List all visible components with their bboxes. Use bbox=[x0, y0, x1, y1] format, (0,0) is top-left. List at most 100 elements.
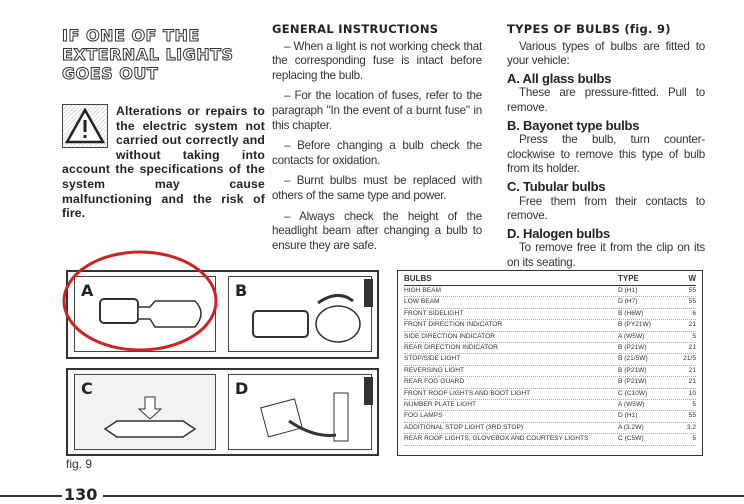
table-row: Rear fog guard B (P21W) 21 bbox=[404, 377, 696, 389]
bulb-name: Rear roof lights, glovebox and courtesy … bbox=[404, 435, 589, 443]
bulb-type: C (C5W) bbox=[618, 435, 644, 443]
panel-b: B bbox=[228, 276, 373, 352]
heading: GENERAL INSTRUCTIONS bbox=[272, 22, 439, 36]
bulb-type: B (PY21W) bbox=[618, 321, 651, 329]
bulb-name: Front roof lights and boot light bbox=[404, 389, 531, 397]
bulb-watts: 55 bbox=[688, 412, 696, 420]
table-row: Front direction indicator B (PY21W) 21 bbox=[404, 320, 696, 332]
bulb-watts: 21 bbox=[688, 366, 696, 374]
footer-rule bbox=[103, 495, 744, 497]
general-instructions: GENERAL INSTRUCTIONS – When a light is n… bbox=[272, 22, 482, 259]
types-of-bulbs: TYPES OF BULBS (fig. 9) Various types of… bbox=[507, 22, 705, 277]
table-header: BULBS TYPE W bbox=[404, 273, 696, 286]
tubular-bulb-icon bbox=[103, 396, 197, 438]
intro: Various types of bulbs are fitted to you… bbox=[507, 39, 705, 68]
bulb-watts: 5 bbox=[692, 435, 696, 443]
panel-label: A bbox=[81, 281, 94, 300]
page-number: 130 bbox=[64, 485, 98, 504]
header-bulbs: BULBS bbox=[404, 274, 432, 283]
bulb-type: A (W5W) bbox=[618, 401, 645, 409]
halogen-bulb-icon bbox=[260, 392, 349, 442]
table-row: High beam D (H1) 55 bbox=[404, 286, 696, 298]
paragraph: – Always check the height of the headlig… bbox=[272, 209, 482, 252]
type-text: To remove free it from the clip on its o… bbox=[507, 241, 705, 269]
bulb-watts: 5 bbox=[692, 401, 696, 409]
reference-tag bbox=[364, 279, 373, 307]
panel-d: D bbox=[228, 374, 373, 450]
bulb-watts: 55 bbox=[688, 287, 696, 294]
header-watts: W bbox=[688, 274, 696, 283]
section-title: IF ONE OF THE EXTERNAL LIGHTS GOES OUT bbox=[62, 26, 234, 84]
paragraph: – Burnt bulbs must be replaced with othe… bbox=[272, 174, 482, 202]
panel-label: D bbox=[235, 379, 249, 398]
table-row: Additional stop light (3rd stop) A (3.2W)… bbox=[404, 423, 696, 435]
bulb-type: A (W5W) bbox=[618, 332, 645, 340]
bulb-type: B (P21W) bbox=[618, 378, 647, 386]
bulb-watts: 3.2 bbox=[686, 423, 696, 431]
bulb-name: Side direction indicator bbox=[404, 332, 495, 340]
type-text: Free them from their contacts to remove. bbox=[507, 194, 705, 223]
table-row: Front sidelight B (H6W) 6 bbox=[404, 309, 696, 321]
type-title: C. Tubular bulbs bbox=[507, 178, 606, 194]
panel-label: C bbox=[81, 379, 93, 398]
bulb-name: Front sidelight bbox=[404, 309, 464, 317]
bulb-type: D (H1) bbox=[618, 412, 638, 420]
table-row: Fog lamps D (H1) 55 bbox=[404, 411, 696, 423]
red-highlight-circle bbox=[62, 250, 218, 352]
bulb-watts: 21/5 bbox=[683, 355, 696, 363]
type-title: B. Bayonet type bulbs bbox=[507, 117, 640, 133]
reference-tag bbox=[364, 377, 373, 405]
bayonet-bulb-icon bbox=[252, 294, 361, 343]
bulb-name: Low beam bbox=[404, 298, 440, 306]
warning-text: Alterations or repairs to the electric s… bbox=[62, 104, 265, 221]
panel-label: B bbox=[235, 281, 248, 300]
table-row: Front roof lights and boot light C (C10W)… bbox=[404, 389, 696, 401]
table-row: Side direction indicator A (W5W) 5 bbox=[404, 332, 696, 344]
figure-top: A B bbox=[66, 270, 379, 359]
warning-block: Alterations or repairs to the electric s… bbox=[62, 104, 265, 221]
bulbs-table: BULBS TYPE W High beamD (H1)55Low beamD … bbox=[397, 270, 703, 456]
table-row: Number plate light A (W5W) 5 bbox=[404, 400, 696, 412]
bulb-type: B (P21W) bbox=[618, 344, 647, 352]
panel-c: C bbox=[74, 374, 216, 450]
bulb-watts: 6 bbox=[692, 309, 696, 317]
bulb-name: Rear direction indicator bbox=[404, 344, 498, 352]
table-row: Rear direction indicatorB (P21W)21 bbox=[404, 343, 696, 355]
bulb-watts: 55 bbox=[688, 298, 696, 306]
heading: TYPES OF BULBS (fig. 9) bbox=[507, 22, 671, 36]
bulb-type: A (3.2W) bbox=[618, 423, 644, 431]
glass-bulb-icon bbox=[99, 298, 202, 328]
header-type: TYPE bbox=[618, 274, 639, 283]
bulb-name: Fog lamps bbox=[404, 412, 443, 420]
bulb-type: D (H1) bbox=[618, 287, 638, 294]
paragraph: – When a light is not working check that… bbox=[272, 39, 482, 82]
type-title: D. Halogen bulbs bbox=[507, 225, 610, 241]
bulb-type: C (C10W) bbox=[618, 389, 648, 397]
bulb-type: B (H6W) bbox=[618, 309, 644, 317]
bulb-name: High beam bbox=[404, 287, 442, 294]
bulb-name: Front direction indicator bbox=[404, 321, 503, 329]
bulb-name: Number plate light bbox=[404, 401, 477, 409]
warning-triangle-icon bbox=[62, 104, 108, 148]
table-row: Rear roof lights, glovebox and courtesy … bbox=[404, 434, 696, 446]
bulb-watts: 10 bbox=[688, 389, 696, 397]
type-title: A. All glass bulbs bbox=[507, 70, 612, 86]
paragraph: – For the location of fuses, refer to th… bbox=[272, 89, 482, 132]
footer-rule bbox=[0, 495, 62, 497]
panel-a: A bbox=[74, 276, 216, 352]
bulb-name: Additional stop light (3rd stop) bbox=[404, 423, 524, 431]
bulb-watts: 5 bbox=[692, 332, 696, 340]
bulb-name: Reversing light bbox=[404, 366, 465, 374]
bulb-type: D (H7) bbox=[618, 298, 638, 306]
type-text: These are pressure-fitted. Pull to remov… bbox=[507, 86, 705, 114]
table-row: Low beam D (H7) 55 bbox=[404, 297, 696, 309]
bulb-name: Rear fog guard bbox=[404, 378, 465, 386]
bulb-type: B (P21W) bbox=[618, 366, 647, 374]
bulb-watts: 21 bbox=[688, 378, 696, 386]
bulb-watts: 21 bbox=[688, 321, 696, 329]
bulb-name: Stop/side light bbox=[404, 355, 461, 363]
figure-caption: fig. 9 bbox=[66, 457, 93, 471]
table-row: Reversing light B (P21W) 21 bbox=[404, 366, 696, 378]
type-text: Press the bulb, turn counter-clockwise t… bbox=[507, 133, 705, 176]
bulb-type: B (21/5W) bbox=[618, 355, 648, 363]
